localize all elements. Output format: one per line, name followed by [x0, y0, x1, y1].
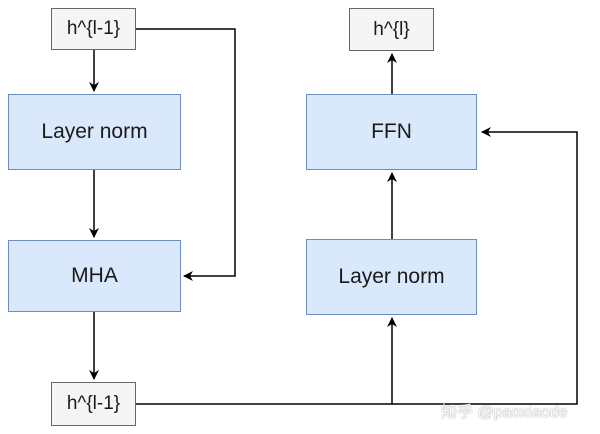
mha-label: MHA [71, 264, 118, 287]
layer-norm-2-label: Layer norm [338, 265, 445, 288]
layer-norm-2-node: Layer norm [306, 239, 477, 315]
output-tensor-label: h^{l} [373, 18, 410, 40]
input-tensor-label: h^{l-1} [66, 18, 121, 39]
layer-norm-1-label: Layer norm [41, 120, 148, 143]
residual-tensor-label: h^{l-1} [66, 393, 121, 414]
ffn-label: FFN [371, 120, 412, 143]
edge-residual1-to-ffn [392, 127, 578, 405]
watermark: 知乎 @paoxiaode [441, 404, 568, 421]
edge-residual1-to-layernorm2 [136, 317, 397, 405]
mha-node: MHA [8, 240, 181, 312]
layer-norm-1-node: Layer norm [8, 94, 181, 170]
ffn-node: FFN [306, 94, 477, 170]
edge-residual-input-to-mha [136, 28, 236, 281]
output-tensor-node: h^{l} [349, 8, 434, 51]
input-tensor-node: h^{l-1} [51, 8, 136, 50]
residual-tensor-node: h^{l-1} [51, 382, 136, 426]
